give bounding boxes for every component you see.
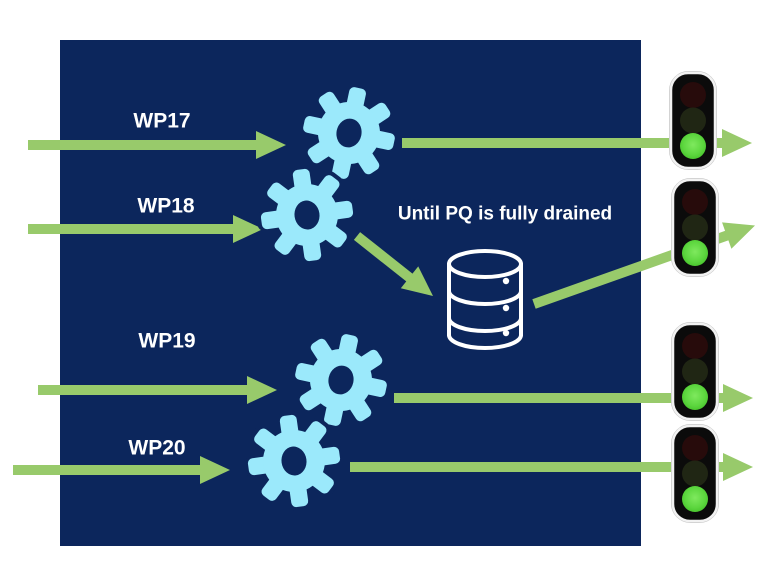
- arrow-gear-to-queue: [353, 232, 433, 296]
- database-icon: [447, 249, 523, 350]
- flow-arrow-wp19-out: [394, 384, 753, 412]
- flow-arrow-wp18-in: [28, 215, 263, 243]
- wp19-label: WP19: [138, 330, 195, 353]
- traffic-light-icon-3: [670, 321, 720, 422]
- flow-arrow-wp17-out: [402, 129, 752, 157]
- flow-arrow-wp19-in: [38, 376, 277, 404]
- flow-arrow-wp20-in: [13, 456, 230, 484]
- wp18-label: WP18: [137, 195, 195, 218]
- wp20-label: WP20: [128, 437, 185, 460]
- flow-arrow-wp17-in: [28, 131, 286, 159]
- traffic-light-icon-4: [670, 423, 720, 524]
- traffic-light-icon-2: [670, 177, 720, 278]
- wp17-label: WP17: [133, 110, 190, 133]
- flow-arrow-wp20-out: [350, 453, 753, 481]
- traffic-light-icon-1: [668, 70, 718, 171]
- queue-caption: Until PQ is fully drained: [398, 204, 612, 225]
